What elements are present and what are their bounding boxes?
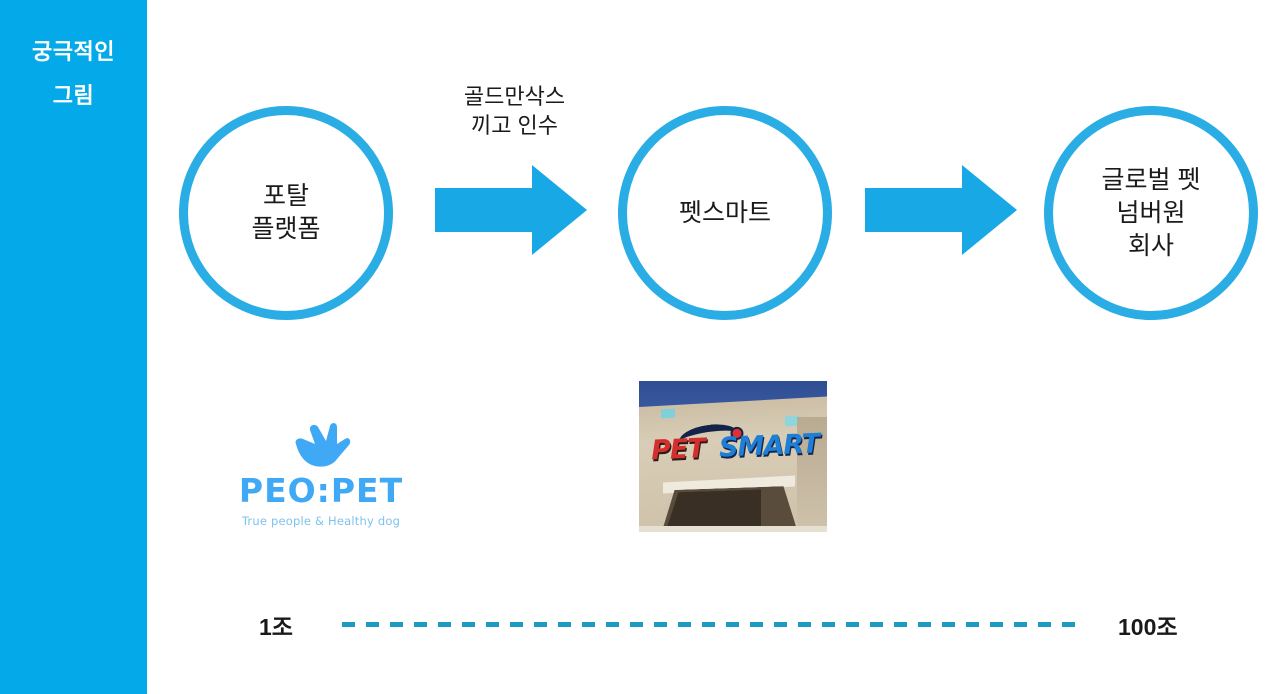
right-arrow-icon bbox=[865, 165, 1017, 255]
photo-trim-left bbox=[661, 408, 675, 419]
flow-node-portal[interactable]: 포탈 플랫폼 bbox=[179, 106, 393, 320]
flow-node-portal-label: 포탈 플랫폼 bbox=[251, 182, 321, 243]
value-scale-dashed-line bbox=[342, 622, 1083, 627]
photo-foreground bbox=[639, 526, 827, 532]
dog-head-hand-icon-glyph bbox=[295, 423, 351, 467]
slide-canvas: 포탈 플랫폼 골드만삭스 끼고 인수 펫스마트 글로벌 펫 넘버원 회사 PEO… bbox=[147, 0, 1280, 694]
slide-title-line-1: 궁극적인 bbox=[32, 39, 115, 64]
slide-title: 궁극적인 그림 bbox=[0, 30, 147, 118]
petsmart-sign-part-2: SMART bbox=[718, 428, 820, 464]
flow-node-petsmart-label: 펫스마트 bbox=[678, 198, 771, 227]
petsmart-sign-part-1: PET bbox=[650, 433, 706, 467]
value-scale-end-label: 100조 bbox=[1118, 614, 1178, 640]
photo-side-wall bbox=[797, 417, 827, 532]
value-scale-start-label: 1조 bbox=[259, 614, 293, 640]
peopet-logo: PEO:PET True people & Healthy dog bbox=[213, 422, 429, 530]
flow-node-global[interactable]: 글로벌 펫 넘버원 회사 bbox=[1044, 106, 1258, 320]
slide-title-line-2: 그림 bbox=[52, 83, 95, 108]
dog-head-hand-icon bbox=[213, 422, 429, 470]
value-scale: 1조 100조 bbox=[147, 608, 1280, 644]
connector-1 bbox=[435, 165, 587, 255]
petsmart-sign: PET SMART bbox=[646, 420, 820, 468]
petsmart-storefront-photo: PET SMART bbox=[639, 381, 827, 532]
peopet-tagline: True people & Healthy dog bbox=[241, 514, 401, 528]
right-arrow-icon bbox=[435, 165, 587, 255]
slide-sidebar: 궁극적인 그림 bbox=[0, 0, 147, 694]
connector-1-caption: 골드만삭스 끼고 인수 bbox=[463, 84, 566, 138]
flow-node-global-label: 글로벌 펫 넘버원 회사 bbox=[1101, 165, 1201, 260]
connector-2 bbox=[865, 165, 1017, 255]
peopet-wordmark: PEO:PET bbox=[238, 471, 404, 510]
flow-node-petsmart[interactable]: 펫스마트 bbox=[618, 106, 832, 320]
